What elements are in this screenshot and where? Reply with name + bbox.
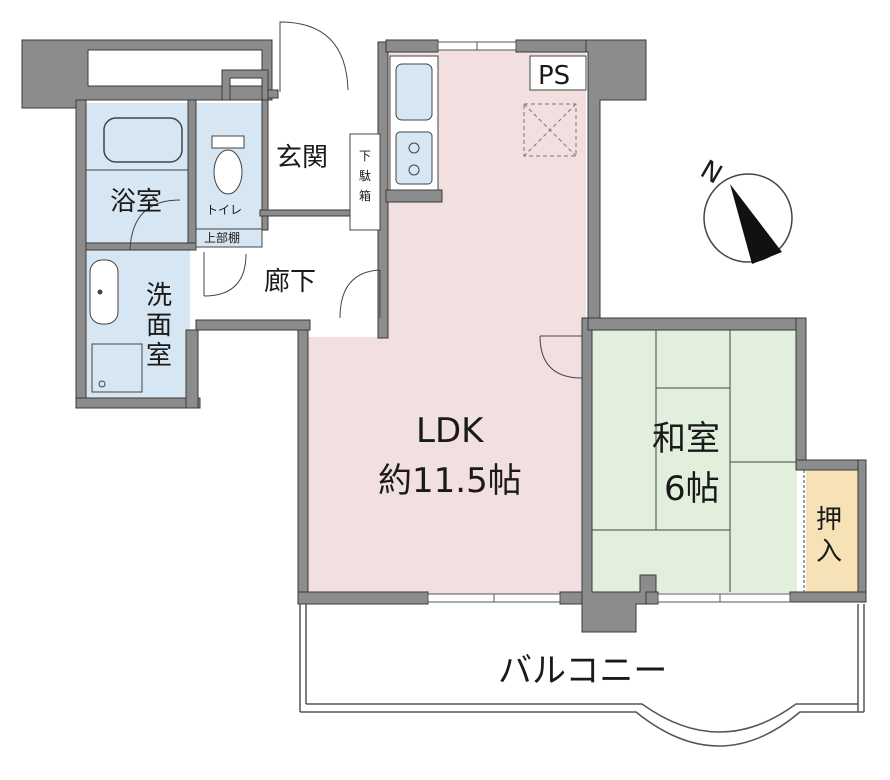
ldk-door-swing — [339, 269, 381, 319]
closet-floor — [806, 470, 858, 592]
ldk-name-label: LDK — [416, 411, 485, 451]
shoe-box-label-3: 箱 — [359, 188, 371, 203]
upper-shelf-label: 上部棚 — [204, 230, 240, 245]
ps-box — [529, 55, 587, 91]
bathtub — [103, 117, 183, 163]
shoe-box — [349, 133, 381, 231]
washitsu-size-label: 6帖 — [664, 469, 720, 509]
shoe-box-label-2: 駄 — [359, 168, 371, 183]
washing-machine — [91, 343, 143, 393]
entrance-door-swing — [279, 21, 349, 92]
ceiling-hatch — [523, 103, 577, 157]
ldk-size-label: 約11.5帖 — [378, 461, 522, 501]
balcony-railing — [299, 604, 865, 747]
entrance-label: 玄関 — [276, 143, 328, 173]
windows — [427, 41, 791, 603]
kitchen-sink — [395, 63, 433, 121]
kitchen-stove — [395, 131, 433, 185]
washroom-label-2: 面 — [146, 311, 172, 341]
hallway-label: 廊下 — [264, 267, 316, 297]
tatami-lines — [592, 330, 796, 592]
toilet-door-swing — [203, 253, 247, 297]
washitsu-name-label: 和室 — [652, 419, 720, 459]
ps-label: PS — [538, 61, 570, 91]
closet-label-1: 押 — [816, 505, 842, 535]
washbasin — [89, 259, 119, 325]
washitsu-floor — [590, 328, 797, 593]
washroom-label-3: 室 — [146, 341, 172, 371]
closet-label-2: 入 — [816, 537, 842, 567]
bath-label: 浴室 — [110, 187, 162, 217]
toilet-label: トイレ — [206, 203, 242, 217]
toilet-tank — [211, 135, 245, 149]
washroom-label-1: 洗 — [146, 281, 172, 311]
bath-floor — [86, 103, 190, 243]
walls — [21, 39, 867, 633]
balcony-label: バルコニー — [498, 651, 667, 691]
toilet-bowl — [213, 149, 243, 195]
washitsu-door-swing — [539, 335, 583, 379]
bath-door-swing — [129, 199, 181, 251]
north-compass — [703, 173, 793, 264]
shoe-box-label-1: 下 — [359, 149, 371, 163]
ldk-floor-lower — [306, 337, 588, 595]
